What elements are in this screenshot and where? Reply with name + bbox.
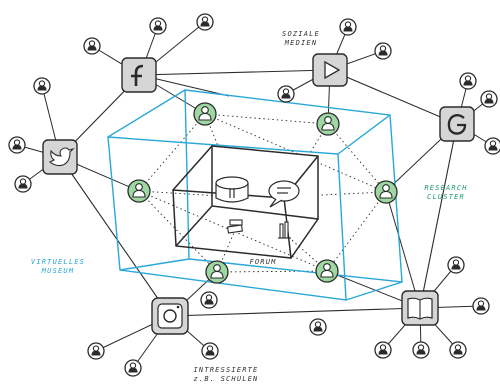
user-avatar [459, 72, 477, 90]
label-forum: FORUM [249, 258, 277, 266]
user-avatar [201, 342, 219, 360]
label-line: CLUSTER [427, 193, 465, 201]
forum-box [172, 145, 319, 259]
user-avatar [480, 90, 498, 108]
book-icon [401, 290, 439, 326]
label-line: MUSEUM [41, 267, 75, 275]
label-soziale-medien: SOZIALE MEDIEN [276, 30, 326, 48]
youtube-play-icon [312, 53, 348, 87]
user-avatar [196, 13, 214, 31]
user-avatar [472, 297, 490, 315]
label-virtuelles-museum: VIRTUELLES MUSEUM [28, 258, 88, 276]
label-line: SOZIALE [282, 30, 320, 38]
user-avatar [14, 175, 32, 193]
label-line: VIRTUELLES [30, 258, 86, 266]
user-avatar [83, 37, 101, 55]
user-avatar [8, 136, 26, 154]
member-avatar-1 [193, 102, 217, 126]
user-avatar [309, 318, 327, 336]
user-avatar [87, 342, 105, 360]
user-avatar [374, 341, 392, 359]
user-avatar [447, 256, 465, 274]
member-avatar-2 [316, 112, 340, 136]
user-avatar [124, 359, 142, 377]
user-avatar [200, 291, 218, 309]
label-line: MEDIEN [284, 39, 318, 47]
microphone-icon [278, 221, 291, 239]
virtual-museum-cube [107, 89, 403, 301]
label-line: INTRESSIERTE [193, 366, 259, 374]
member-avatar-3 [127, 179, 151, 203]
user-avatar [277, 85, 295, 103]
user-avatar [339, 18, 357, 36]
user-avatar [412, 341, 430, 359]
user-avatar [449, 341, 467, 359]
user-avatar [374, 42, 392, 60]
user-avatar [33, 77, 51, 95]
twitter-bird-icon [42, 139, 78, 175]
server-drum-icon [215, 176, 249, 203]
label-interessierte: INTRESSIERTE z.B. SCHULEN [188, 366, 264, 384]
books-icon [227, 219, 243, 234]
user-avatar [149, 17, 167, 35]
label-line: z.B. SCHULEN [193, 375, 259, 383]
facebook-icon [121, 57, 157, 93]
instagram-icon [151, 297, 189, 335]
member-avatar-4 [374, 180, 398, 204]
label-research-cluster: RESEARCH CLUSTER [416, 184, 476, 202]
google-icon [439, 106, 475, 142]
label-line: RESEARCH [424, 184, 468, 192]
member-avatar-6 [315, 259, 339, 283]
speech-bubble-icon [268, 180, 300, 208]
member-avatar-5 [205, 260, 229, 284]
user-avatar [484, 137, 500, 155]
